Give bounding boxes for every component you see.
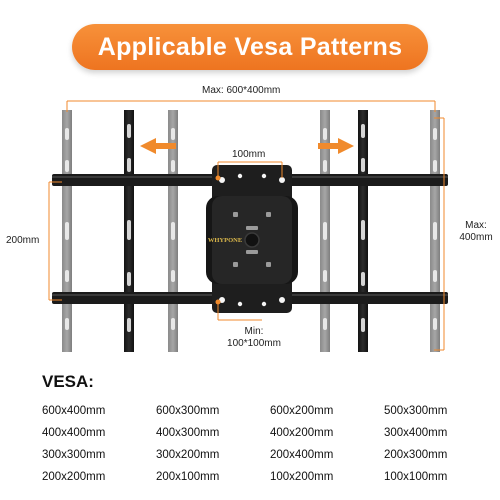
vesa-pattern: 300x300mm — [42, 449, 106, 461]
dimension-lines — [48, 100, 445, 351]
brand-label: WHYPONE — [208, 237, 242, 244]
vesa-pattern: 100x200mm — [270, 471, 334, 483]
left-arrow-icon — [140, 138, 176, 154]
vesa-pattern-grid: 600x400mm 600x300mm 600x200mm 500x300mm … — [42, 403, 472, 486]
orange-arrows — [140, 138, 354, 154]
left-height-label: 200mm — [6, 235, 40, 246]
right-height-label-line2: 400mm — [459, 232, 493, 243]
min-size-label-line2: 100*100mm — [227, 338, 281, 349]
vesa-pattern: 300x400mm — [384, 427, 448, 439]
title-banner: Applicable Vesa Patterns — [72, 24, 428, 70]
black-vertical-arms — [124, 110, 368, 352]
right-height-label: Max: 400mm — [454, 220, 498, 244]
plate-width-label: 100mm — [232, 149, 266, 160]
min-size-label-line1: Min: — [244, 326, 264, 337]
grey-vertical-arms — [62, 110, 440, 352]
max-width-label: Max: 600*400mm — [202, 85, 281, 96]
vesa-pattern: 400x200mm — [270, 427, 334, 439]
title-text: Applicable Vesa Patterns — [97, 32, 403, 61]
center-plate: WHYPONE — [206, 165, 298, 313]
vesa-pattern: 200x400mm — [270, 449, 334, 461]
vesa-title: VESA: — [42, 372, 94, 391]
vesa-pattern: 100x100mm — [384, 471, 448, 483]
right-arrow-icon — [318, 138, 354, 154]
vesa-pattern: 400x300mm — [156, 427, 220, 439]
vesa-pattern: 600x200mm — [270, 405, 334, 417]
vesa-pattern: 200x100mm — [156, 471, 220, 483]
vesa-pattern: 600x400mm — [42, 405, 106, 417]
min-size-label: Min: 100*100mm — [222, 326, 286, 350]
vesa-pattern: 200x200mm — [42, 471, 106, 483]
vesa-pattern: 300x200mm — [156, 449, 220, 461]
vesa-pattern: 600x300mm — [156, 405, 220, 417]
vesa-pattern: 500x300mm — [384, 405, 448, 417]
vesa-pattern: 200x300mm — [384, 449, 448, 461]
vesa-pattern: 400x400mm — [42, 427, 106, 439]
right-height-label-line1: Max: — [465, 220, 487, 231]
